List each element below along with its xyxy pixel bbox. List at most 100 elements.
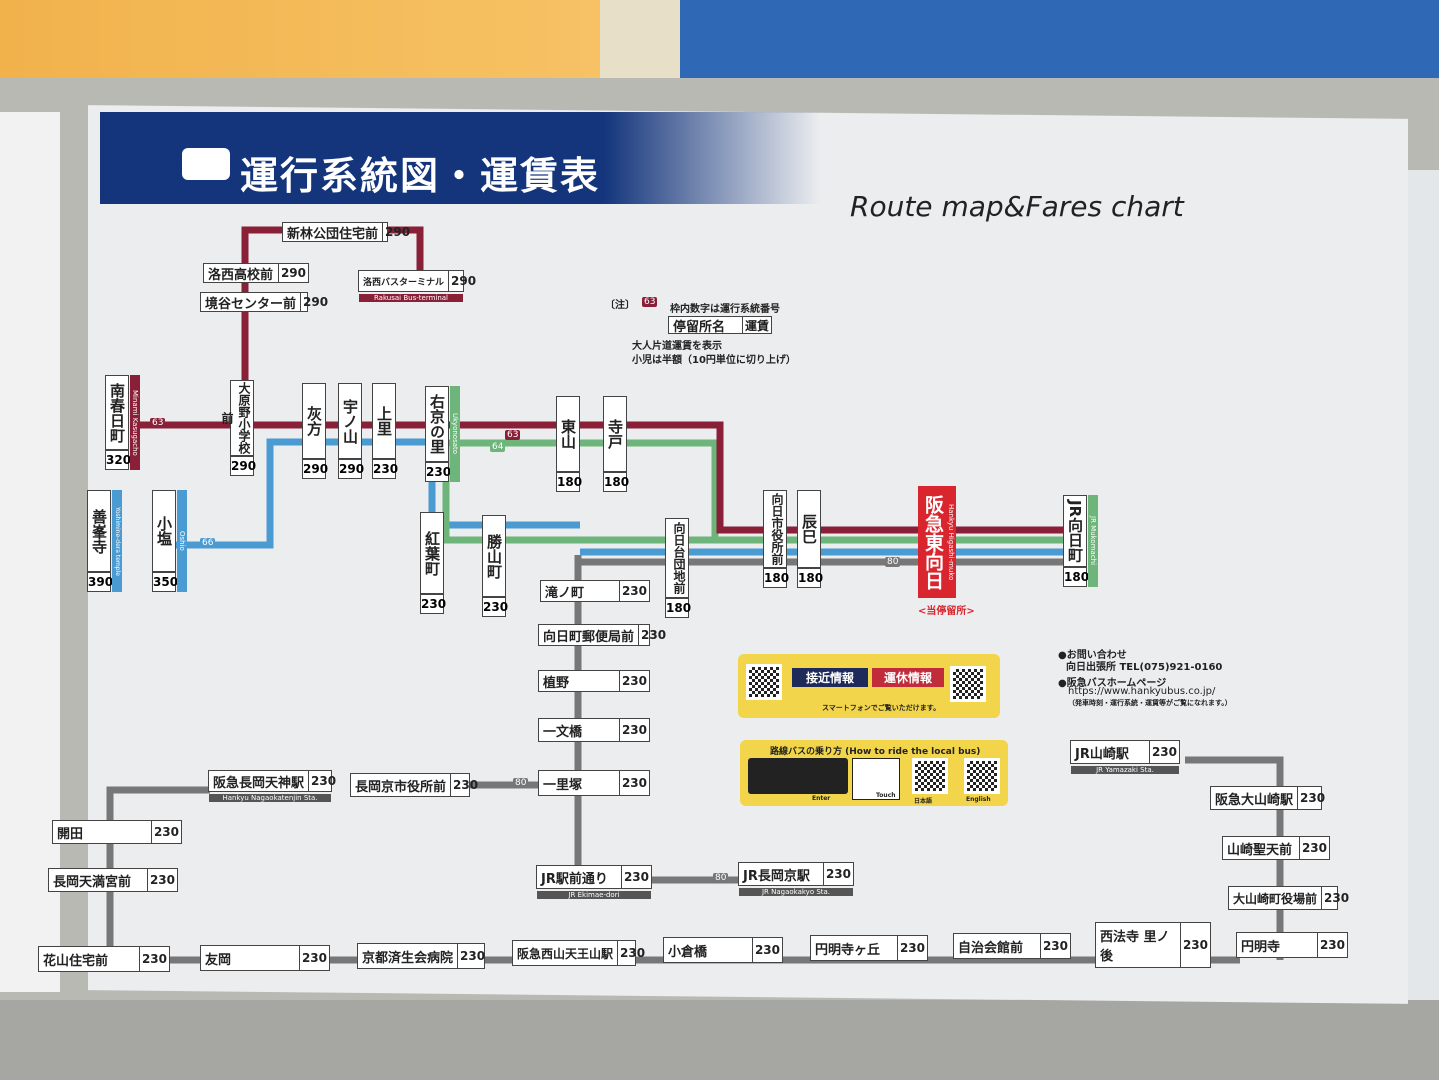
bus-icon — [182, 148, 230, 180]
route-number-66: 66 — [200, 538, 216, 548]
smartphone-note: スマートフォンでご覧いただけます。 — [822, 704, 941, 712]
station-fare: 180 — [556, 472, 582, 492]
legend-fare: 運賃 — [741, 317, 771, 333]
station-fare: 230 — [372, 459, 398, 479]
route-number-63: 63 — [150, 418, 166, 428]
station: 勝山町 — [482, 515, 506, 597]
station-english-name: Yoshimine-dera temple — [112, 490, 122, 592]
enter-label: Enter — [812, 795, 831, 802]
ride-guide-title: 路線バスの乗り方 (How to ride the local bus) — [770, 747, 981, 757]
route-number-80: 80 — [713, 873, 729, 883]
station: 大原野小学校前 — [220, 380, 254, 456]
contact-inquiry: ●お問い合わせ — [1058, 650, 1127, 661]
station: 向日台団地前 — [665, 518, 689, 598]
qr-code-japanese[interactable] — [912, 758, 948, 794]
station-fare: 230 — [420, 594, 446, 614]
touch-label: Touch — [876, 792, 896, 799]
qr-code-approach[interactable] — [746, 664, 782, 700]
contact-homepage: ●阪急バスホームページ — [1058, 678, 1167, 689]
bus-illustration-icon — [748, 758, 848, 794]
legend-stop-sample: 停留所名運賃 — [668, 316, 772, 335]
station-fare: 230 — [482, 597, 508, 617]
page-title: 運行系統図・運賃表 — [240, 154, 601, 198]
station-english-name: Oshio — [177, 490, 187, 592]
contact-url: https://www.hankyubus.co.jp/ — [1068, 686, 1216, 697]
station: 灰方 — [302, 383, 326, 459]
station-fare: 290 — [302, 459, 328, 479]
station: JR向日町 — [1063, 495, 1087, 567]
station-fare: 290 — [230, 456, 256, 476]
legend-stop-name: 停留所名 — [673, 319, 726, 335]
qr-code-suspension[interactable] — [950, 666, 986, 702]
station-english-name: Ukyonosato — [450, 386, 460, 482]
station: 南春日町 — [105, 375, 129, 450]
station-english-name: JR Mukomachi — [1088, 495, 1098, 587]
current-stop-hankyu-higashimuko: 阪急東向日 — [918, 486, 948, 598]
station: 上里 — [372, 383, 396, 459]
route-number-63: 63 — [505, 430, 521, 440]
station: 寺戸 — [603, 396, 627, 472]
station: 紅葉町 — [420, 512, 444, 594]
station-fare: 180 — [797, 568, 823, 588]
station: 善峯寺 — [87, 490, 111, 572]
station-fare: 180 — [603, 472, 629, 492]
station: 辰巳 — [797, 490, 821, 568]
station-fare: 180 — [763, 568, 789, 588]
station-fare: 180 — [665, 598, 691, 618]
left-neighbor-panel — [0, 112, 60, 992]
approach-info-label: 接近情報 — [792, 668, 869, 687]
ic-card-reader-icon — [852, 758, 900, 800]
station: 右京の里 — [425, 386, 449, 462]
suspension-info-label: 運休情報 — [872, 668, 945, 687]
station-english-name: Minami Kasugacho — [130, 375, 140, 470]
page-subtitle: Route map&Fares chart — [850, 190, 1184, 223]
legend-adult-fare: 大人片道運賃を表示 — [632, 341, 722, 352]
station-fare: 230 — [425, 462, 451, 482]
qr-code-english[interactable] — [964, 758, 1000, 794]
station-fare: 350 — [152, 572, 178, 592]
legend-note-label: 〔注〕 — [605, 300, 635, 311]
route-number-64: 64 — [490, 442, 506, 452]
station: 東山 — [556, 396, 580, 472]
legend-route-desc: 枠内数字は運行系統番号 — [670, 304, 780, 315]
legend-child-fare: 小児は半額（10円単位に切り上げ） — [632, 355, 796, 366]
station-fare: 320 — [105, 450, 131, 470]
route-number-80: 80 — [885, 557, 901, 567]
contact-url-note: （発車時刻・運行系統・運賃等がご覧になれます。） — [1068, 699, 1232, 707]
station: 向日市役所前 — [763, 490, 787, 568]
frame-sill — [0, 1000, 1439, 1080]
station: 小塩 — [152, 490, 176, 572]
station: 宇ノ山 — [338, 383, 362, 459]
station-fare: 180 — [1063, 567, 1089, 587]
station-fare: 290 — [338, 459, 364, 479]
